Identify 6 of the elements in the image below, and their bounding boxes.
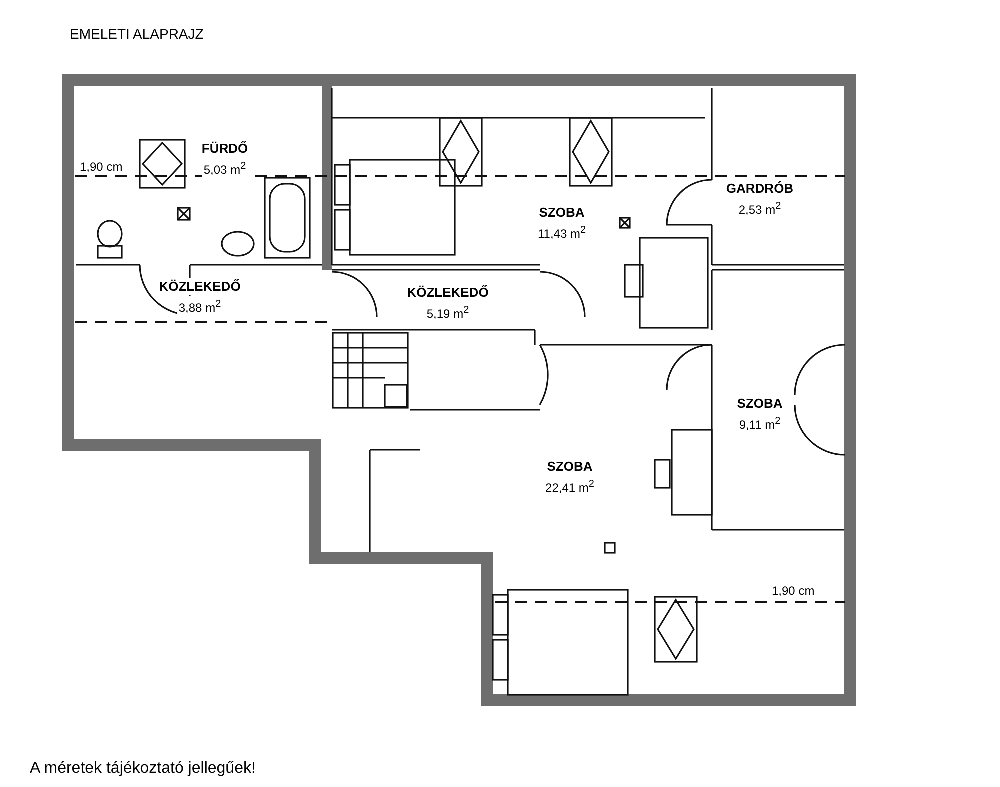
plan-title: EMELETI ALAPRAJZ: [70, 26, 204, 42]
note-text: A méretek tájékoztató jellegűek!: [30, 760, 256, 778]
room-area-label: 3,88 m$^{2}$: [176, 296, 224, 317]
height-label: 1,90 cm: [78, 160, 125, 174]
height-label: 1,90 cm: [770, 584, 817, 598]
room-name: KÖZLEKEDŐ: [157, 278, 243, 295]
